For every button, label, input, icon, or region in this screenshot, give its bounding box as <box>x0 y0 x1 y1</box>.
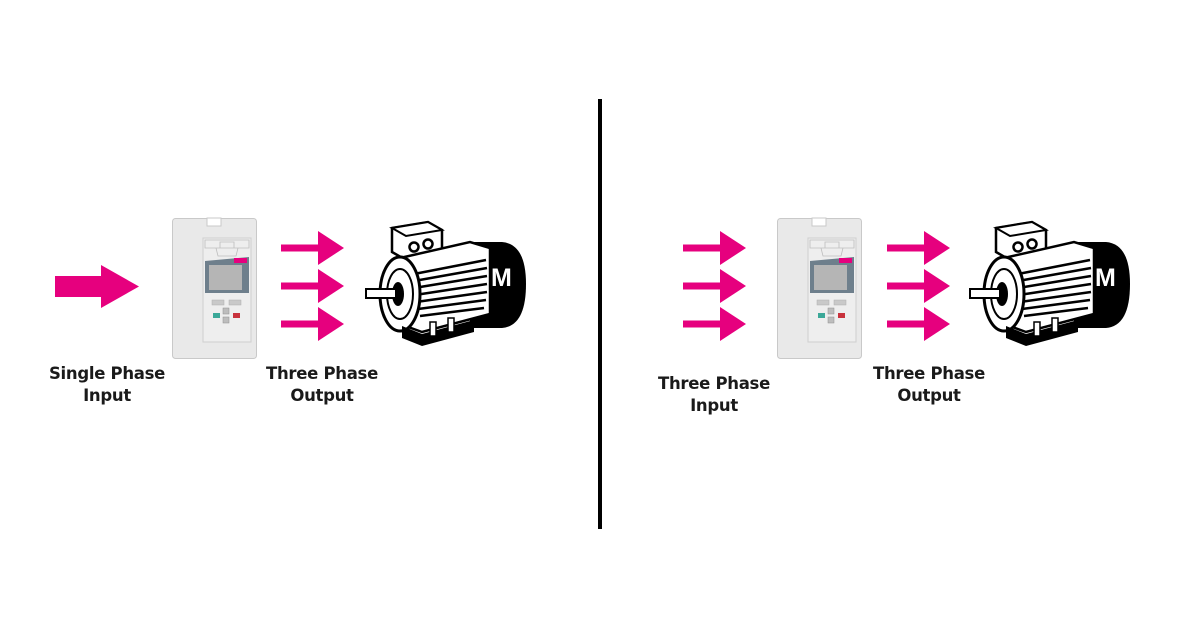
arrow-right-icon <box>281 269 344 303</box>
drive-brand-badge <box>234 258 247 263</box>
drive-key-stop <box>233 313 240 318</box>
motor-shaft <box>365 288 397 299</box>
drive-key-run <box>213 313 220 318</box>
induction-motor-icon: IM <box>966 214 1136 363</box>
arrow-right-icon <box>683 231 746 265</box>
arrow-right-icon <box>887 269 950 303</box>
output-label: Three Phase Output <box>242 363 402 407</box>
drive-key-stop <box>838 313 845 318</box>
drive-key-up <box>827 307 835 315</box>
variable-frequency-drive-icon <box>172 217 258 364</box>
output-label-line1: Three Phase <box>266 364 378 383</box>
input-label-line2: Input <box>83 386 131 405</box>
arrow-right-icon <box>55 265 139 308</box>
variable-frequency-drive-icon <box>777 217 863 364</box>
drive-key-down <box>222 316 230 324</box>
input-label-line1: Three Phase <box>658 374 770 393</box>
motor-feet <box>1006 320 1078 346</box>
arrow-right-icon <box>683 269 746 303</box>
drive-keypad-cover <box>809 239 855 257</box>
drive-key-down <box>827 316 835 324</box>
motor-shaft <box>969 288 1001 299</box>
input-label: Three Phase Input <box>634 373 794 417</box>
arrow-right-icon <box>683 307 746 341</box>
output-label-line2: Output <box>897 386 961 405</box>
input-label-line2: Input <box>690 396 738 415</box>
three-phase-output-arrows <box>281 231 344 341</box>
drive-brand-badge <box>839 258 852 263</box>
panel-divider <box>598 99 602 529</box>
input-label-line1: Single Phase <box>48 364 166 383</box>
arrow-right-icon <box>887 231 950 265</box>
drive-key <box>211 299 225 306</box>
drive-key-run <box>818 313 825 318</box>
drive-key <box>816 299 830 306</box>
arrow-right-icon <box>887 307 950 341</box>
induction-motor-icon: IM <box>362 214 532 363</box>
three-phase-input-arrows <box>683 231 746 341</box>
drive-keypad-cover <box>204 239 250 257</box>
drive-key <box>228 299 242 306</box>
output-label: Three Phase Output <box>849 363 1009 407</box>
input-label: Single Phase Input <box>27 363 187 407</box>
drive-key <box>833 299 847 306</box>
drive-top-notch <box>206 217 222 227</box>
drive-screen <box>814 265 847 290</box>
drive-key-up <box>222 307 230 315</box>
arrow-right-icon <box>281 231 344 265</box>
output-label-line1: Three Phase <box>873 364 985 383</box>
motor-feet <box>402 320 474 346</box>
three-phase-output-arrows <box>887 231 950 341</box>
arrow-right-icon <box>281 307 344 341</box>
drive-screen <box>209 265 242 290</box>
drive-top-notch <box>811 217 827 227</box>
output-label-line2: Output <box>290 386 354 405</box>
